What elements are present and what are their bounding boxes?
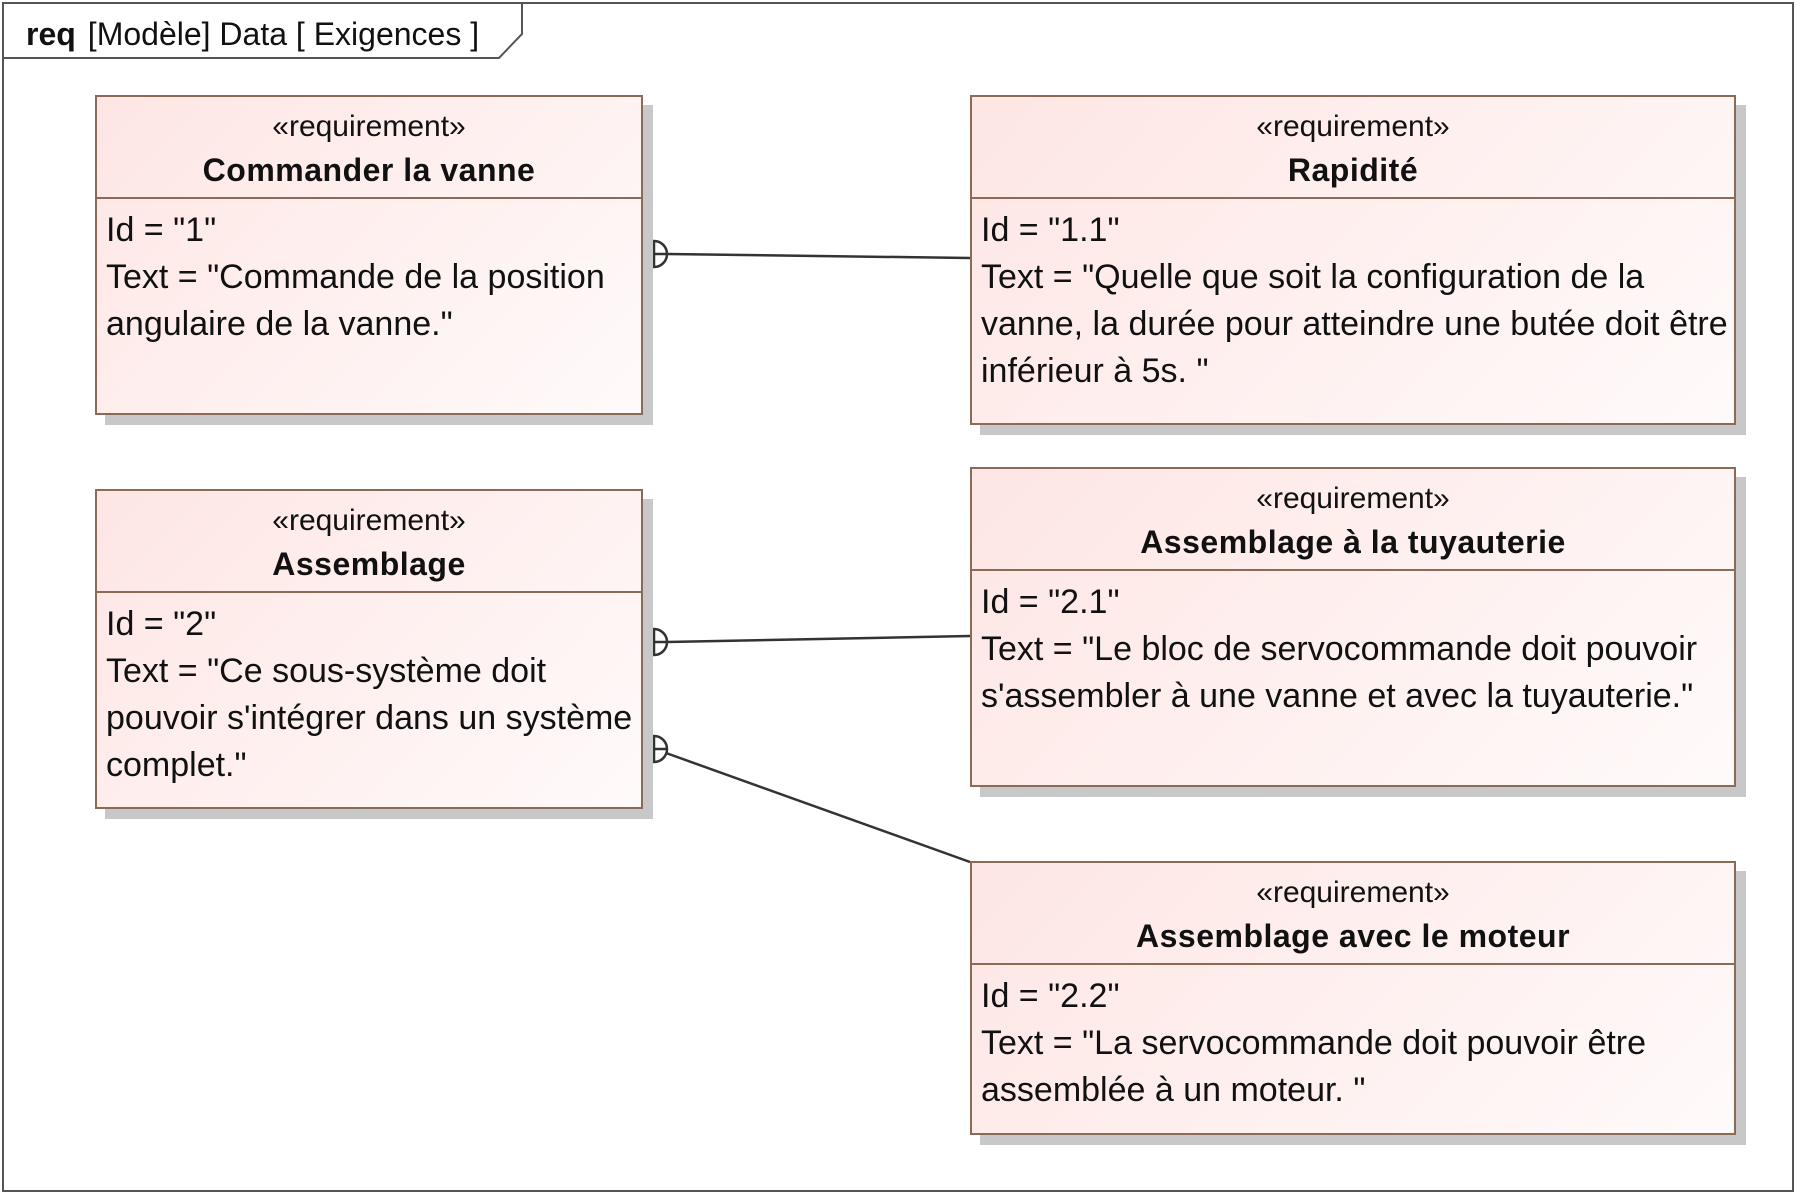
requirement-name: Assemblage: [272, 546, 466, 582]
frame-keyword: req: [26, 16, 76, 52]
requirement-properties: Id = "1.1" Text = "Quelle que soit la co…: [972, 199, 1734, 395]
frame-label: req [Modèle] Data [ Exigences ]: [26, 16, 479, 53]
requirement-header: «requirement» Rapidité: [972, 97, 1734, 199]
requirement-text: Text = "Ce sous-système doit pouvoir s'i…: [106, 652, 642, 784]
frame-title: [Modèle] Data [ Exigences ]: [87, 16, 480, 52]
requirement-text: Text = "Le bloc de servocommande doit po…: [981, 630, 1707, 715]
containment-line-2-2.1: [666, 634, 971, 644]
requirement-id: Id = "2.1": [981, 583, 1120, 621]
requirement-id: Id = "1.1": [981, 211, 1120, 249]
requirement-assemblage-tuyauterie[interactable]: «requirement» Assemblage à la tuyauterie…: [970, 467, 1736, 787]
requirement-commander-la-vanne[interactable]: «requirement» Commander la vanne Id = "1…: [95, 95, 643, 415]
requirement-text: Text = "Quelle que soit la configuration…: [981, 258, 1738, 390]
requirement-text: Text = "Commande de la position angulair…: [106, 258, 615, 343]
stereotype-label: «requirement»: [1256, 876, 1450, 909]
requirement-name: Assemblage à la tuyauterie: [1140, 524, 1566, 560]
stereotype-label: «requirement»: [272, 504, 466, 537]
requirement-id: Id = "2.2": [981, 977, 1120, 1015]
requirement-properties: Id = "2.2" Text = "La servocommande doit…: [972, 965, 1734, 1114]
requirement-header: «requirement» Assemblage à la tuyauterie: [972, 469, 1734, 571]
requirement-properties: Id = "2" Text = "Ce sous-système doit po…: [97, 593, 641, 789]
requirement-assemblage[interactable]: «requirement» Assemblage Id = "2" Text =…: [95, 489, 643, 809]
frame-tab: [4, 4, 523, 59]
containment-line-1-1.1: [666, 252, 971, 260]
stereotype-label: «requirement»: [1256, 110, 1450, 143]
containment-line-2-2.2: [665, 751, 971, 864]
requirement-header: «requirement» Commander la vanne: [97, 97, 641, 199]
requirement-header: «requirement» Assemblage: [97, 491, 641, 593]
requirement-name: Rapidité: [1287, 152, 1419, 188]
stereotype-label: «requirement»: [1256, 482, 1450, 515]
requirement-name: Commander la vanne: [202, 152, 536, 188]
requirement-rapidite[interactable]: «requirement» Rapidité Id = "1.1" Text =…: [970, 95, 1736, 425]
stereotype-label: «requirement»: [272, 110, 466, 143]
requirement-id: Id = "2": [106, 605, 217, 643]
requirement-properties: Id = "1" Text = "Commande de la position…: [97, 199, 641, 348]
requirement-id: Id = "1": [106, 211, 217, 249]
requirement-properties: Id = "2.1" Text = "Le bloc de servocomma…: [972, 571, 1734, 720]
requirement-text: Text = "La servocommande doit pouvoir êt…: [981, 1024, 1656, 1109]
requirement-header: «requirement» Assemblage avec le moteur: [972, 863, 1734, 965]
requirement-name: Assemblage avec le moteur: [1135, 918, 1571, 954]
requirement-assemblage-moteur[interactable]: «requirement» Assemblage avec le moteur …: [970, 861, 1736, 1135]
